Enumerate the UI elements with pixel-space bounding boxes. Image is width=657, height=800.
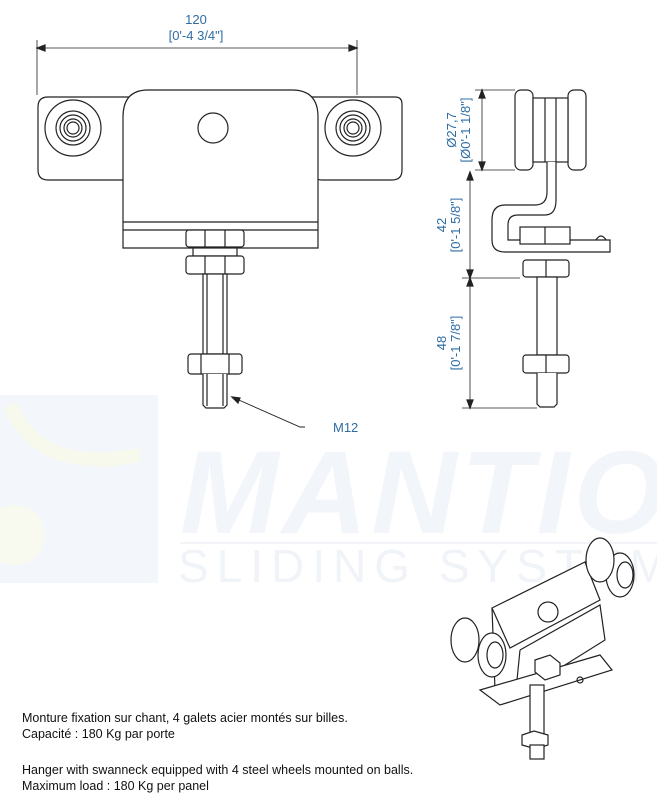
wheel-left bbox=[44, 99, 102, 157]
wheel-diameter-in-label: [Ø0'-1 1/8"] bbox=[458, 98, 473, 163]
description-en-line2: Maximum load : 180 Kg per panel bbox=[22, 779, 209, 793]
side-view bbox=[462, 88, 611, 410]
thread-leader-line bbox=[231, 396, 305, 428]
description-fr: Monture fixation sur chant, 4 galets aci… bbox=[22, 710, 348, 742]
wheel-right bbox=[324, 99, 382, 157]
description-en-line1: Hanger with swanneck equipped with 4 ste… bbox=[22, 763, 414, 777]
wheel-diameter-mm-label: Ø27,7 bbox=[444, 112, 459, 147]
bolt-length-mm-label: 48 bbox=[434, 336, 449, 350]
neck-height-in-label: [0'-1 5/8"] bbox=[448, 198, 463, 253]
watermark-brand: MANTION bbox=[180, 427, 657, 559]
width-in-label: [0'-4 3/4"] bbox=[169, 28, 224, 43]
bolt-length-in-label: [0'-1 7/8"] bbox=[448, 316, 463, 371]
description-en: Hanger with swanneck equipped with 4 ste… bbox=[22, 762, 413, 794]
width-mm-label: 120 bbox=[185, 12, 207, 27]
description-fr-line1: Monture fixation sur chant, 4 galets aci… bbox=[22, 711, 348, 725]
description-fr-line2: Capacité : 180 Kg par porte bbox=[22, 727, 175, 741]
neck-height-mm-label: 42 bbox=[434, 218, 449, 232]
isometric-view bbox=[450, 537, 635, 760]
front-view bbox=[35, 40, 403, 428]
thread-label: M12 bbox=[333, 420, 358, 435]
